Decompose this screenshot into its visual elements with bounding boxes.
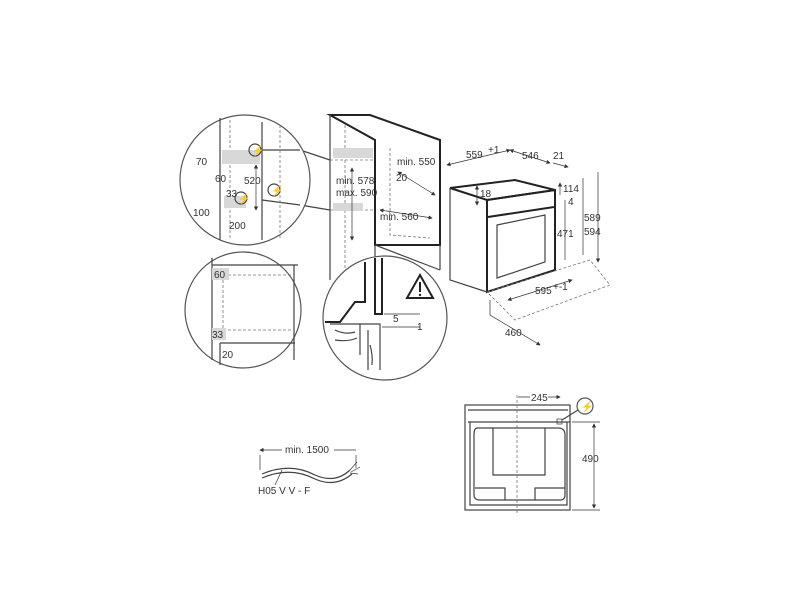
dim-471: 471 (557, 229, 574, 240)
dim-595: 595 (535, 286, 552, 297)
dim-546: 546 (522, 151, 539, 162)
dim-114: 114 (563, 184, 579, 195)
detail-circle-bottom: 60 33 20 (184, 251, 302, 369)
dim-460: 460 (505, 328, 522, 339)
max-height-label: max. 590 (336, 188, 378, 199)
dim-20-detail: 20 (222, 350, 234, 361)
electrical-connection-icon: ⚡ (581, 400, 593, 413)
detail-circle-top: ⚡ ⚡ ⚡ 70 60 520 33 100 200 (179, 114, 331, 246)
dim-60-detail: 60 (214, 270, 226, 281)
dim-4: 4 (568, 197, 574, 208)
dim-33: 33 (226, 189, 238, 200)
oven-appliance: 559 +1 546 21 18 114 4 471 589 594 595 +… (446, 145, 611, 346)
dim-21: 21 (553, 151, 565, 162)
dim-559-tolerance: +1 (488, 145, 500, 156)
dim-33-detail: 33 (212, 330, 224, 341)
min-depth-label: min. 550 (397, 157, 436, 168)
dim-520: 520 (244, 176, 261, 187)
gap-label: 20 (396, 173, 408, 184)
dim-200: 200 (229, 221, 246, 232)
cable-type-label: H05 V V - F (258, 486, 310, 497)
dim-60: 60 (215, 174, 227, 185)
dim-1: 1 (417, 322, 423, 333)
svg-text:⚡: ⚡ (252, 144, 264, 157)
dim-245: 245 (531, 393, 548, 404)
warning-triangle-icon (405, 272, 435, 299)
oven-back-view: 245 ⚡ 490 (464, 393, 600, 515)
svg-text:⚡: ⚡ (271, 184, 283, 197)
dim-589: 589 (584, 213, 601, 224)
min-height-label: min. 578 (336, 176, 375, 187)
dim-559: 559 (466, 150, 483, 161)
dim-18: 18 (480, 189, 492, 200)
dim-490: 490 (582, 454, 599, 465)
svg-text:⚡: ⚡ (238, 192, 250, 205)
dim-595-tolerance: +-1 (553, 282, 568, 293)
power-cable: min. 1500 H05 V V - F (258, 445, 361, 497)
cable-length-label: min. 1500 (285, 445, 329, 456)
min-width-label: min. 560 (380, 212, 419, 223)
dim-594: 594 (584, 227, 601, 238)
dim-5: 5 (393, 314, 399, 325)
dim-100: 100 (193, 208, 210, 219)
dim-70: 70 (196, 157, 208, 168)
detail-circle-floor: 5 1 (322, 255, 448, 381)
